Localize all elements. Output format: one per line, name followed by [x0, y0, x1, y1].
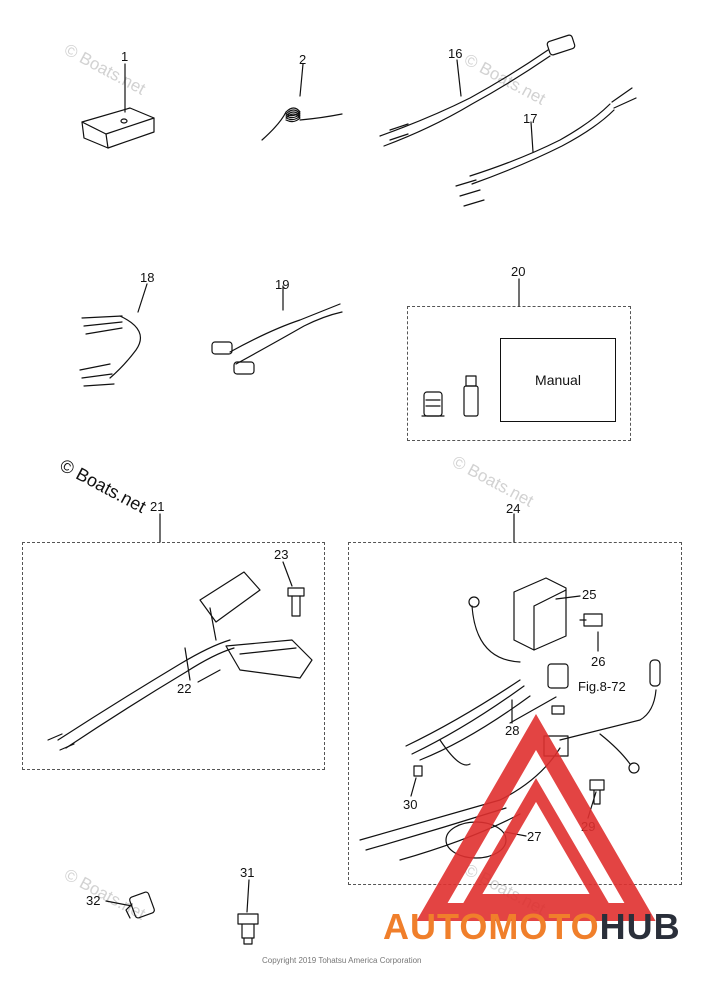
part-1-pouch	[81, 107, 155, 149]
group-box-21	[22, 542, 325, 770]
part-31-fitting	[237, 913, 259, 945]
part-28-relay	[547, 663, 569, 715]
part-18-harness	[79, 315, 141, 387]
part-label-26: 26	[591, 654, 606, 669]
logo-text-part2: HUB	[599, 906, 681, 947]
part-label-24: 24	[506, 501, 521, 516]
part-label-21: 21	[150, 499, 165, 514]
part-26-screw	[579, 613, 603, 627]
part-label-23: 23	[274, 547, 289, 562]
logo-text-part1: AUTOMOTO	[383, 906, 600, 947]
part-label-25: 25	[582, 587, 597, 602]
part-label-31: 31	[240, 865, 255, 880]
manual-box: Manual	[500, 338, 616, 422]
part-17-cable	[455, 87, 637, 207]
leader-lines	[105, 59, 599, 913]
part-label-17: 17	[523, 111, 538, 126]
part-25-rectifier	[468, 577, 567, 663]
part-label-16: 16	[448, 46, 463, 61]
part-19-harness	[211, 303, 343, 375]
part-label-27: 27	[527, 829, 542, 844]
part-30-cap	[413, 765, 423, 777]
part-label-22: 22	[177, 681, 192, 696]
group-box-24	[348, 542, 682, 885]
part-label-2: 2	[299, 52, 307, 67]
part-22-coil	[47, 571, 313, 751]
logo-text: AUTOMOTOHUB	[383, 906, 681, 948]
copyright: Copyright 2019 Tohatsu America Corporati…	[262, 956, 422, 965]
part-29-screw	[589, 779, 605, 805]
part-16-cable	[379, 34, 576, 147]
part-label-32: 32	[86, 893, 101, 908]
part-20-fittings	[421, 375, 479, 417]
part-label-18: 18	[140, 270, 155, 285]
part-32-fitting	[125, 891, 155, 919]
part-23-bolt	[287, 587, 305, 617]
part-label-19: 19	[275, 277, 290, 292]
part-label-30: 30	[403, 797, 418, 812]
part-label-28: 28	[505, 723, 520, 738]
part-label-20: 20	[511, 264, 526, 279]
figure-reference: Fig.8-72	[578, 679, 626, 694]
part-2-coil	[261, 107, 343, 141]
part-label-1: 1	[121, 49, 129, 64]
